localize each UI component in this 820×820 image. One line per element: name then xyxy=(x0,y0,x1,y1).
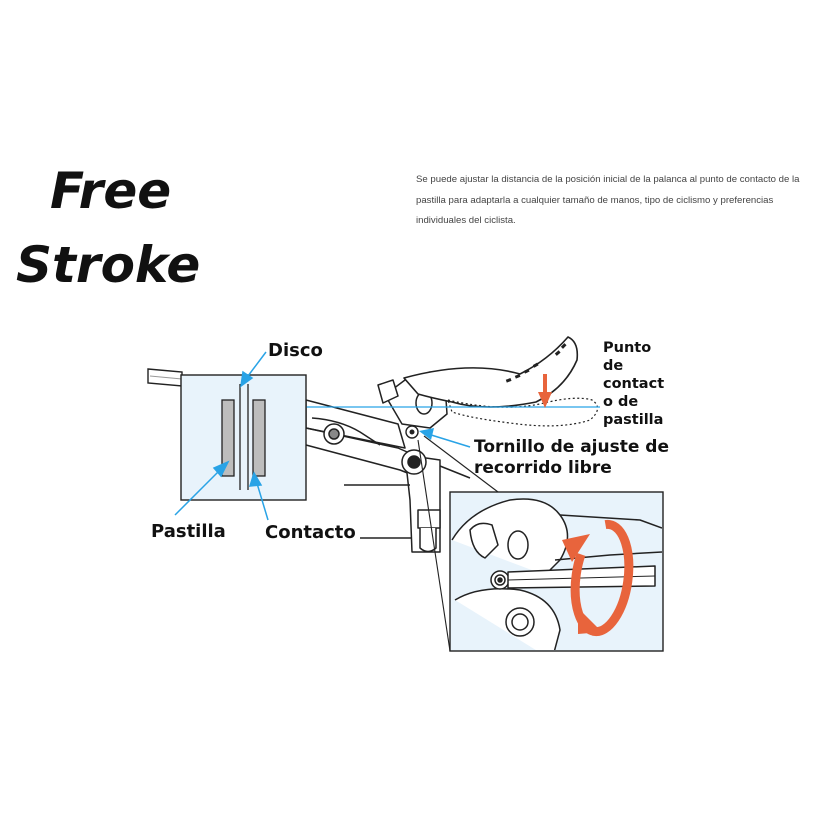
label-punto-line3: contact xyxy=(603,376,664,392)
lever-ghost-outline xyxy=(447,397,599,427)
contact-arrow-icon xyxy=(538,374,552,408)
rotation-arrow-icon xyxy=(562,519,634,637)
disc-pad-inset xyxy=(180,374,307,501)
label-pastilla: Pastilla xyxy=(151,521,226,542)
label-punto-line1: Punto xyxy=(603,340,651,356)
description-text: Se puede ajustar la distancia de la posi… xyxy=(416,174,800,226)
adjust-screw-icon xyxy=(405,425,419,439)
pad-right xyxy=(252,399,266,477)
label-tornillo-line1: Tornillo de ajuste de xyxy=(474,437,669,457)
inset-pointer-lines xyxy=(174,351,269,521)
screw-pointer-arrow xyxy=(419,428,471,448)
zoom-callout-lines xyxy=(417,435,499,652)
pad-left xyxy=(221,399,235,477)
lever-blade xyxy=(403,336,579,408)
title-free: Free xyxy=(50,162,172,220)
label-punto-line2: de xyxy=(603,358,623,374)
label-tornillo-line2: recorrido libre xyxy=(474,458,612,478)
label-punto-line5: pastilla xyxy=(603,412,663,428)
zoom-inset xyxy=(449,491,664,652)
title-stroke: Stroke xyxy=(16,236,201,294)
label-contacto: Contacto xyxy=(265,522,356,543)
label-disco: Disco xyxy=(268,340,323,361)
brake-hose xyxy=(147,368,183,387)
label-punto-line4: o de xyxy=(603,394,638,410)
